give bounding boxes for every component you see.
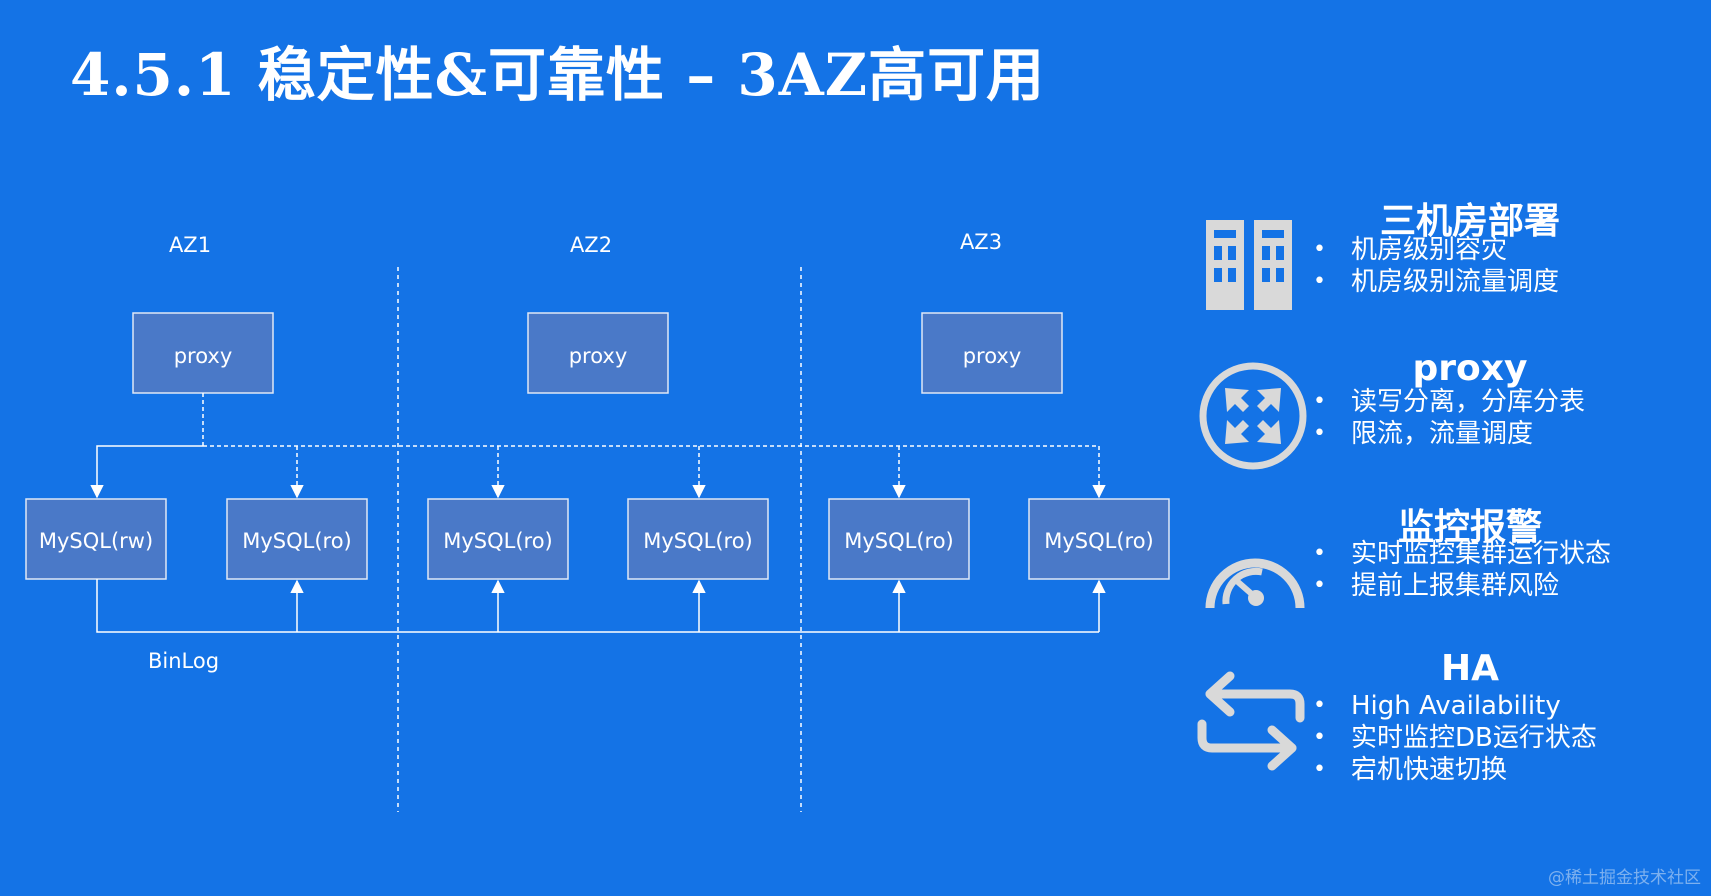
feature-bullet: 读写分离，分库分表 [1313,386,1585,418]
proxy-label: proxy [174,344,233,368]
proxy-label: proxy [569,344,628,368]
proxy-box-az1: proxy [132,312,274,394]
binlog-label: BinLog [148,649,219,673]
binlog-connections [96,579,1106,633]
feature-ha: HA High Availability 实时监控DB运行状态 宕机快速切换 [1190,648,1660,798]
mysql-node-6: MySQL(ro) [1028,498,1170,580]
switch-arrows-icon [1197,671,1305,771]
feature-heading: HA [1441,648,1499,689]
mysql-node-5: MySQL(ro) [828,498,970,580]
feature-bullet: High Availability [1313,690,1597,722]
feature-monitoring: 监控报警 实时监控集群运行状态 提前上报集群风险 [1190,496,1660,646]
feature-bullet: 实时监控DB运行状态 [1313,722,1597,754]
proxy-box-az2: proxy [527,312,669,394]
feature-bullet: 机房级别容灾 [1313,234,1559,266]
feature-three-datacenter: 三机房部署 机房级别容灾 机房级别流量调度 [1190,190,1660,340]
speedometer-icon [1205,558,1305,609]
building-icon [1206,220,1292,310]
feature-bullet: 实时监控集群运行状态 [1313,538,1611,570]
proxy-label: proxy [963,344,1022,368]
mysql-label: MySQL(ro) [844,529,954,553]
slide-title: 4.5.1 稳定性&可靠性 – 3AZ高可用 [70,41,1046,109]
proxy-box-az3: proxy [921,312,1063,394]
zone-label-az3: AZ3 [960,230,1002,254]
zone-label-az1: AZ1 [169,233,211,257]
mysql-node-3: MySQL(ro) [427,498,569,580]
proxy-connections [90,393,1106,499]
zone-label-az2: AZ2 [570,233,612,257]
mysql-node-4: MySQL(ro) [627,498,769,580]
feature-bullet: 宕机快速切换 [1313,754,1597,786]
feature-bullet: 机房级别流量调度 [1313,266,1559,298]
watermark: @稀土掘金技术社区 [1548,868,1701,888]
mysql-label: MySQL(ro) [242,529,352,553]
mysql-node-2: MySQL(ro) [226,498,368,580]
expand-arrows-icon [1199,362,1307,470]
mysql-label: MySQL(ro) [643,529,753,553]
feature-heading: proxy [1412,348,1528,389]
feature-bullet: 限流，流量调度 [1313,418,1585,450]
mysql-label: MySQL(ro) [1044,529,1154,553]
feature-proxy: proxy 读写分离，分库分表 限流，流量调度 [1190,344,1660,494]
mysql-label: MySQL(rw) [39,529,153,553]
mysql-node-1: MySQL(rw) [25,498,167,580]
feature-bullet: 提前上报集群风险 [1313,570,1611,602]
mysql-label: MySQL(ro) [443,529,553,553]
